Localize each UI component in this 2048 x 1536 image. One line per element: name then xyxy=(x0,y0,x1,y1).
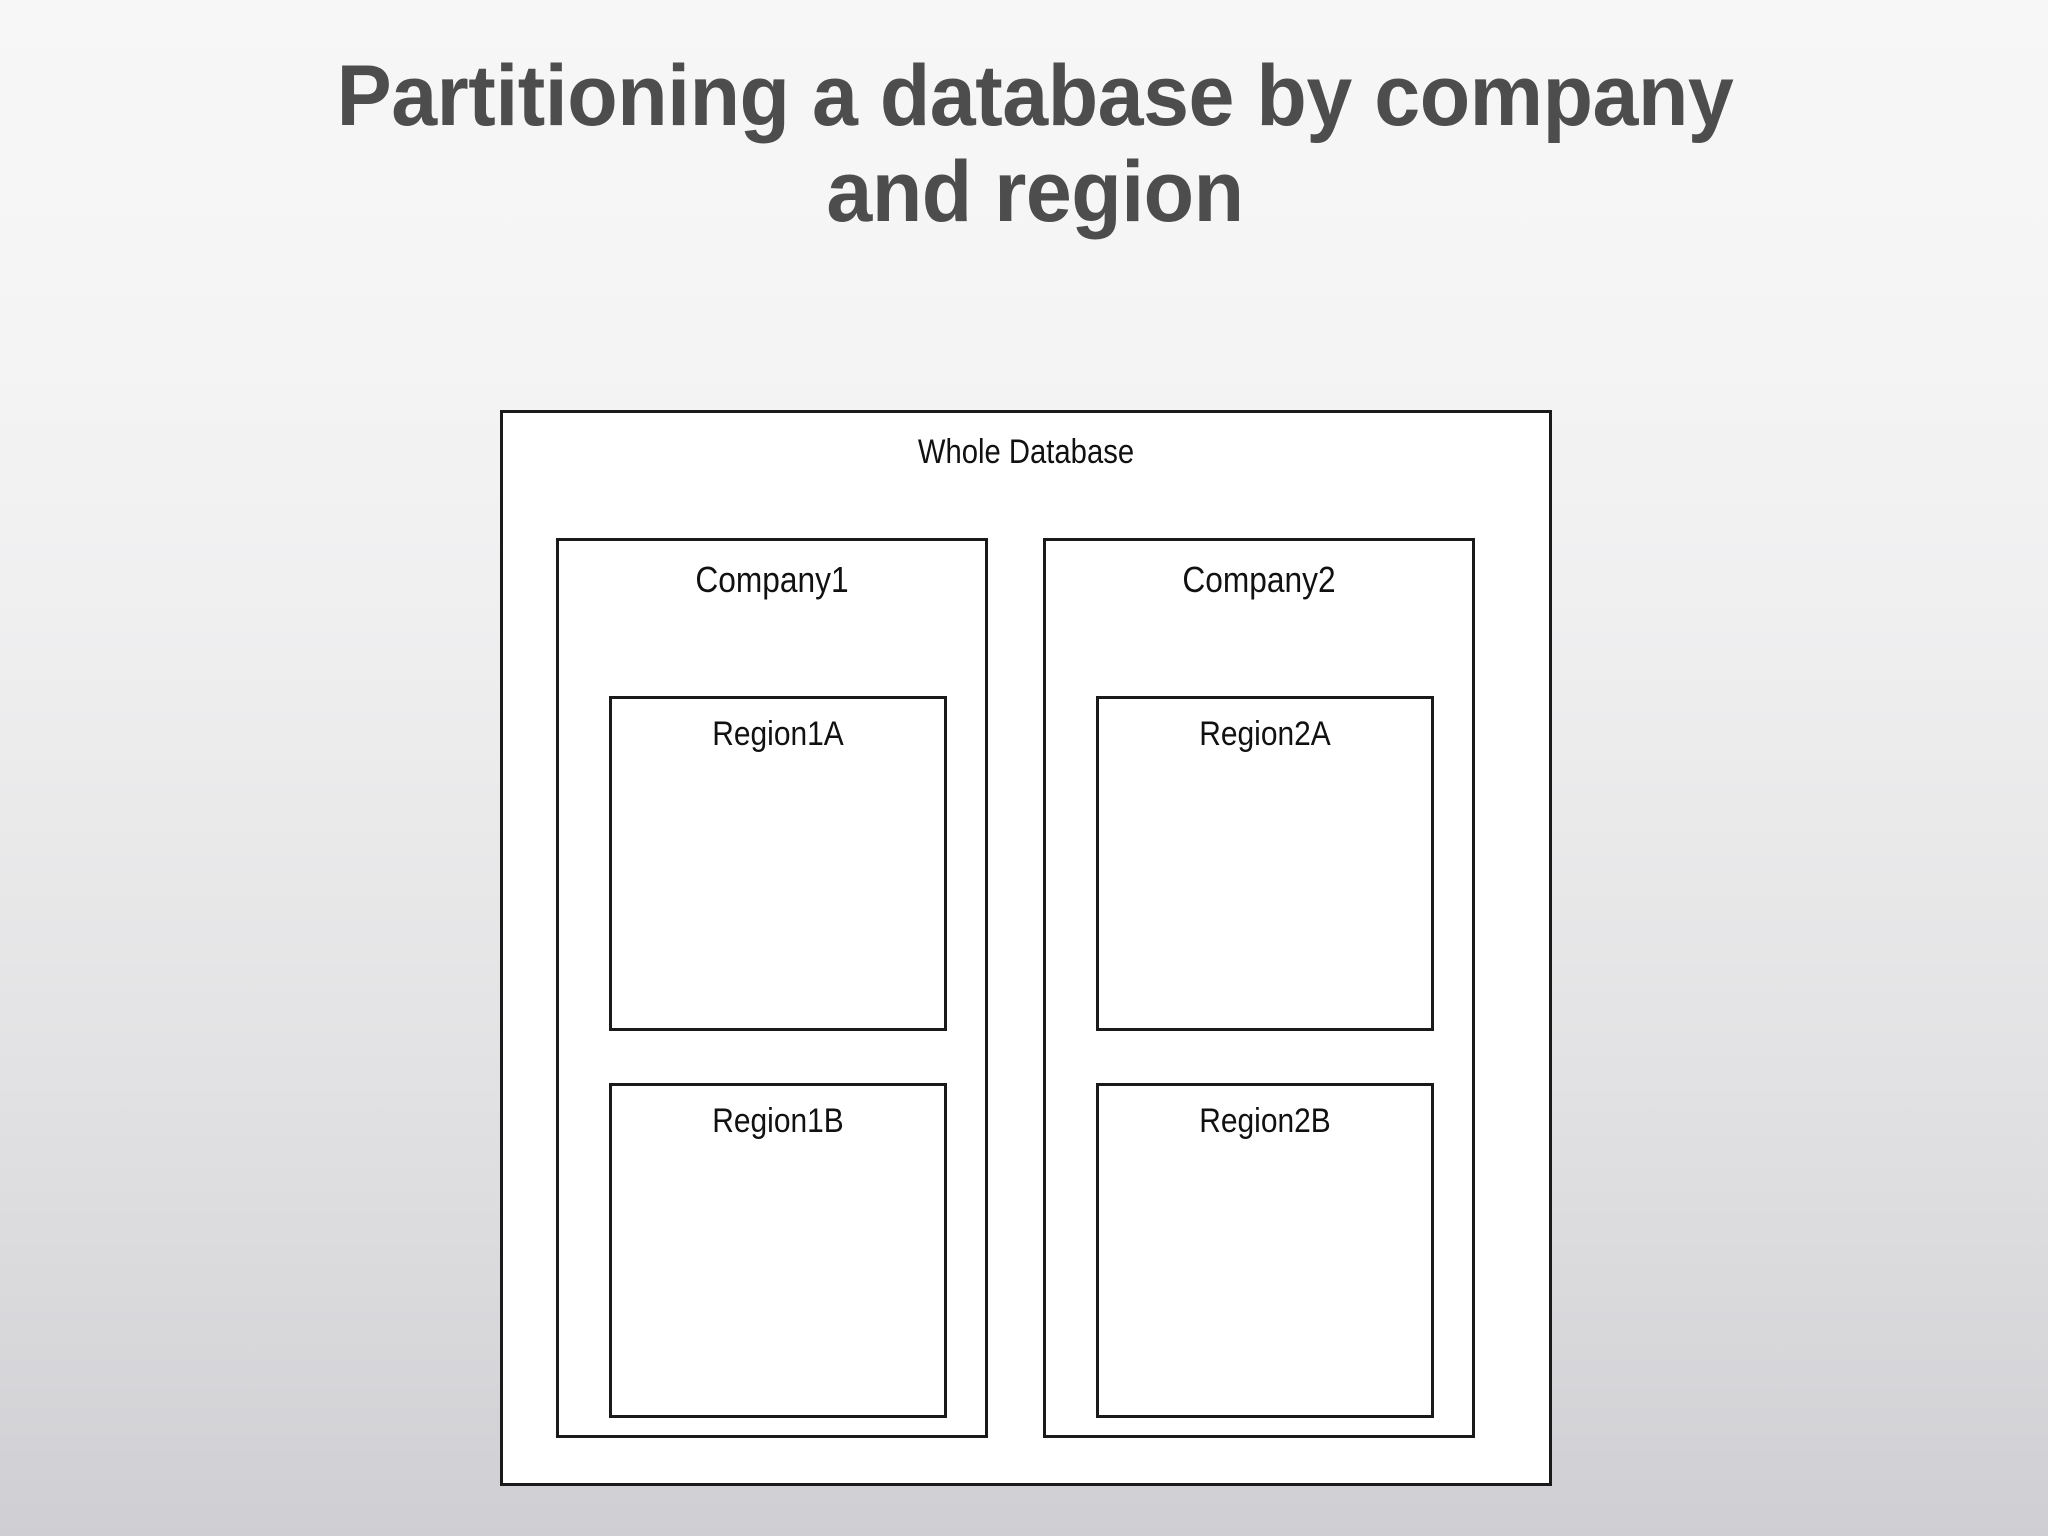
company-label-company1: Company1 xyxy=(695,559,849,600)
company-label-company2: Company2 xyxy=(1182,559,1336,600)
region-label-region2a: Region2A xyxy=(1199,715,1331,753)
region-label-region1b: Region1B xyxy=(712,1102,844,1140)
region-box-region1b: Region1B xyxy=(609,1083,947,1418)
region-box-region2b: Region2B xyxy=(1096,1083,1434,1418)
region-box-region1a: Region1A xyxy=(609,696,947,1031)
region-label-region1a: Region1A xyxy=(712,715,844,753)
whole-database-box: Whole Database Company1 Region1A Region1… xyxy=(500,410,1552,1486)
company-box-company2: Company2 Region2A Region2B xyxy=(1043,538,1475,1438)
page-title: Partitioning a database by company and r… xyxy=(336,48,1734,241)
region-label-region2b: Region2B xyxy=(1199,1102,1331,1140)
region-box-region2a: Region2A xyxy=(1096,696,1434,1031)
company-box-company1: Company1 Region1A Region1B xyxy=(556,538,988,1438)
whole-database-label: Whole Database xyxy=(917,433,1135,471)
